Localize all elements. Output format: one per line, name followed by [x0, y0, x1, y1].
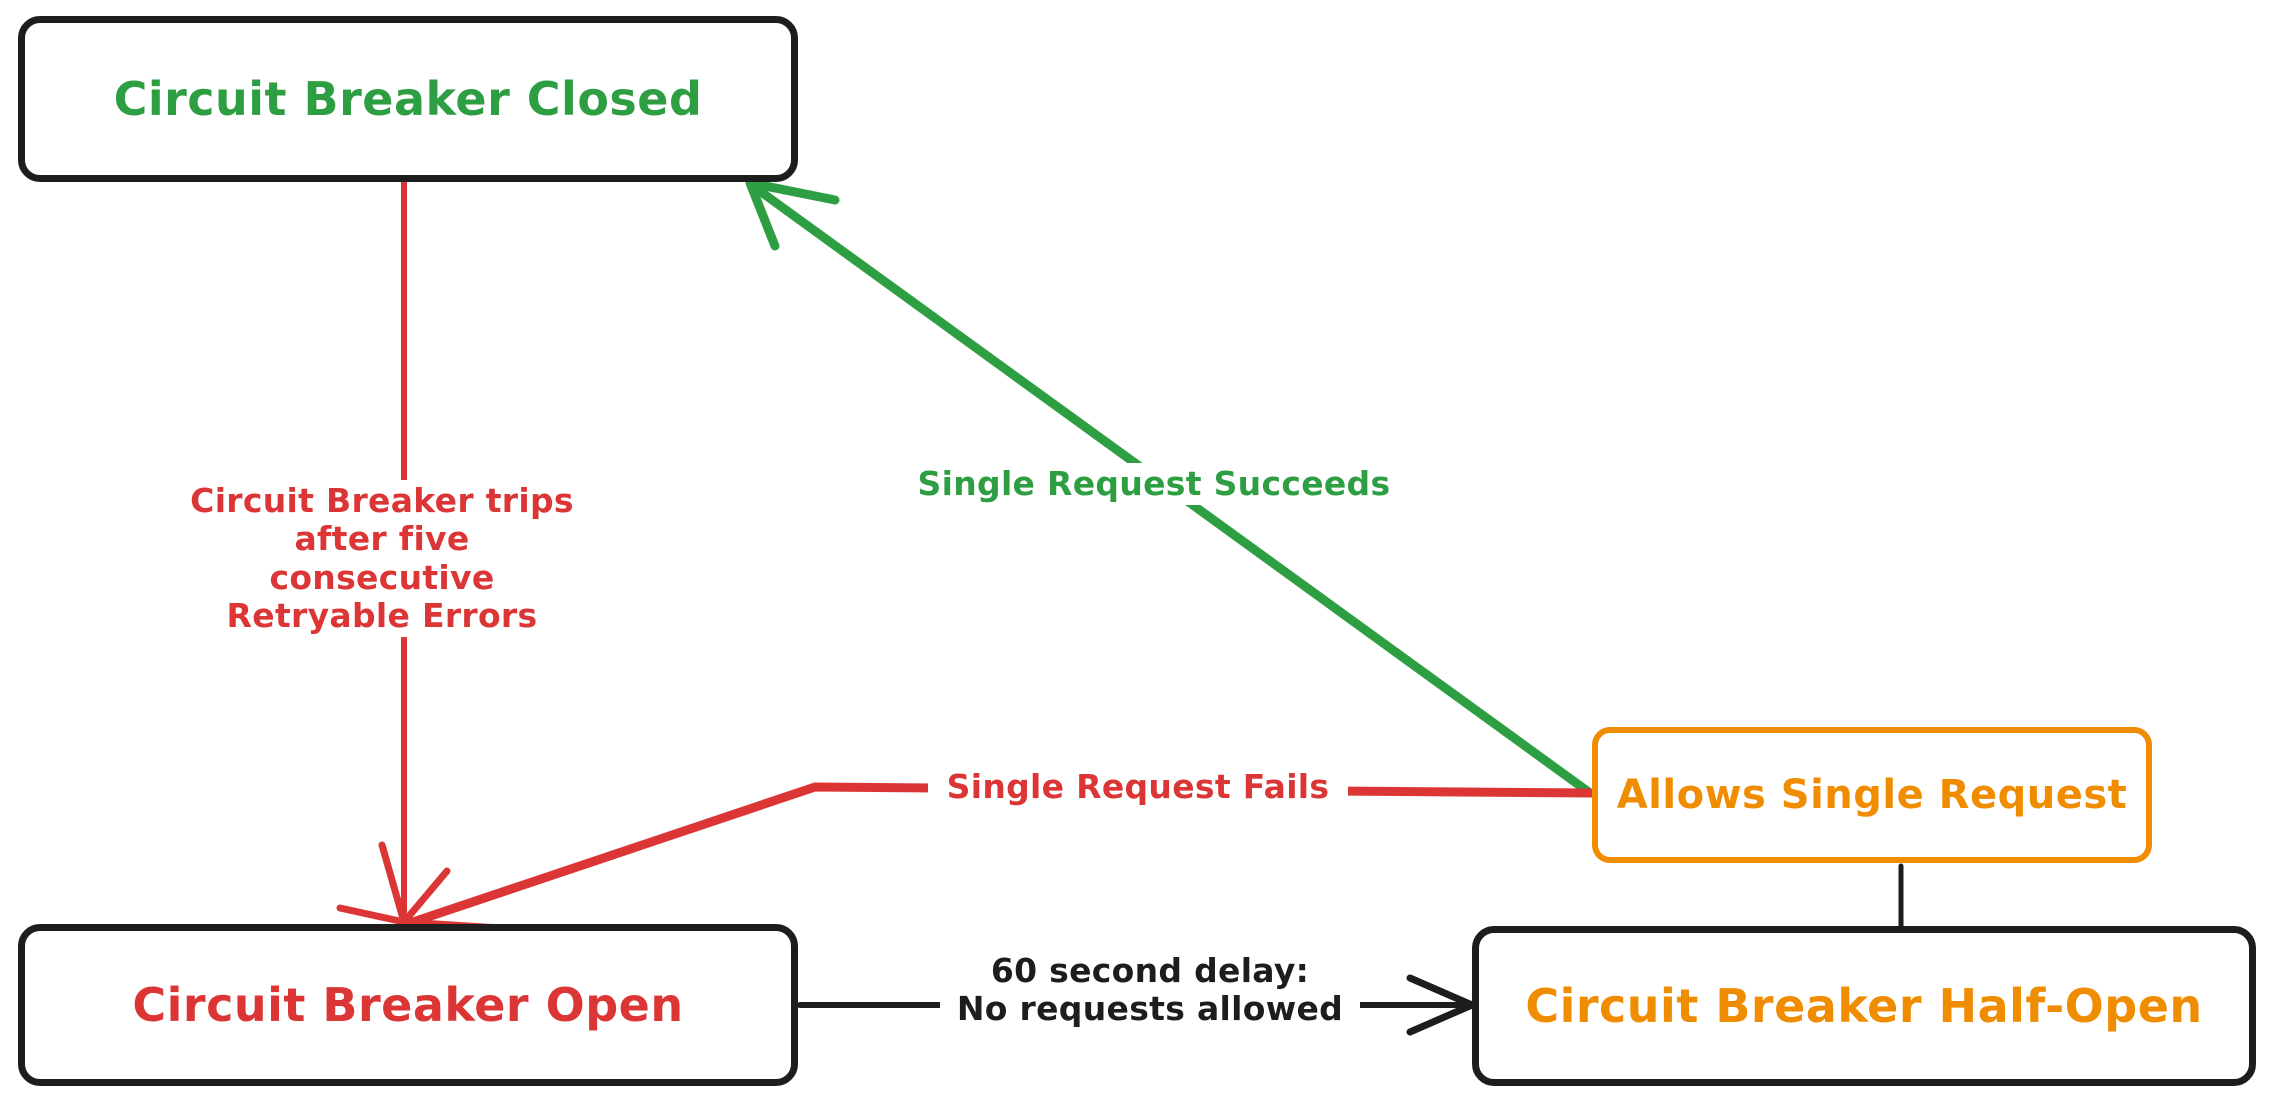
node-allows-single-request[interactable]: Allows Single Request — [1592, 727, 2152, 863]
node-circuit-breaker-closed[interactable]: Circuit Breaker Closed — [18, 16, 798, 182]
node-circuit-breaker-open[interactable]: Circuit Breaker Open — [18, 924, 798, 1086]
edge-label-single-request-fails: Single Request Fails — [928, 766, 1348, 809]
node-circuit-breaker-open-label: Circuit Breaker Open — [132, 977, 684, 1032]
node-allows-single-request-label: Allows Single Request — [1616, 772, 2128, 818]
node-circuit-breaker-half-open[interactable]: Circuit Breaker Half-Open — [1472, 926, 2256, 1086]
edge-label-single-request-succeeds: Single Request Succeeds — [904, 463, 1404, 506]
node-circuit-breaker-closed-label: Circuit Breaker Closed — [113, 71, 703, 126]
edge-label-60-second-delay: 60 second delay: No requests allowed — [940, 950, 1360, 1031]
node-circuit-breaker-half-open-label: Circuit Breaker Half-Open — [1525, 978, 2203, 1033]
edge-label-circuit-breaker-trips: Circuit Breaker trips after five consecu… — [172, 480, 592, 638]
